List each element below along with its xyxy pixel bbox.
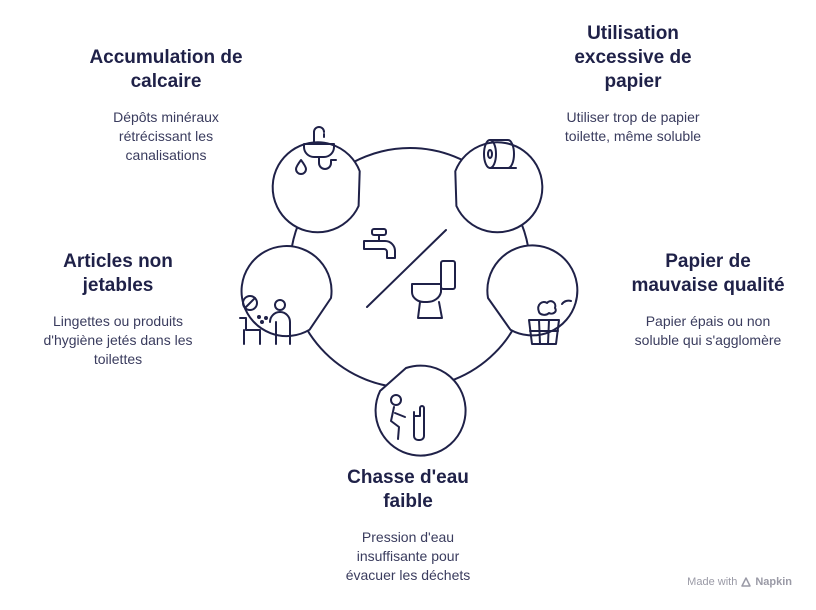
node-papier-qualite xyxy=(486,244,579,345)
wastebasket-paper-icon xyxy=(528,299,572,345)
cause-description: Dépôts minéraux rétrécissant les canalis… xyxy=(113,109,219,163)
faucet-icon xyxy=(363,228,396,259)
cause-description: Papier épais ou non soluble qui s'agglom… xyxy=(634,313,782,348)
made-with-label: Made with xyxy=(687,576,738,588)
cause-description: Pression d'eau insuffisante pour évacuer… xyxy=(345,529,471,583)
toilet-icon xyxy=(411,260,456,319)
cause-title: Articles non jetables xyxy=(63,251,173,296)
node-papier-excessif xyxy=(454,139,544,234)
node-articles-non-jetables xyxy=(239,245,333,345)
faucet-toilet-icon xyxy=(363,228,456,319)
cause-chasse-faible: Chasse d'eau faible Pression d'eau insuf… xyxy=(318,466,498,585)
cause-title: Papier de mauvaise qualité xyxy=(631,251,785,296)
toilet-paper-roll-icon xyxy=(483,139,517,169)
napkin-logo-icon xyxy=(741,577,752,587)
cause-description: Utiliser trop de papier toilette, même s… xyxy=(564,109,702,144)
cause-calcaire: Accumulation de calcaire Dépôts minéraux… xyxy=(76,46,256,165)
made-with-napkin-badge[interactable]: Made with Napkin xyxy=(687,576,792,588)
cause-title: Utilisation excessive de papier xyxy=(574,23,692,92)
node-calcaire xyxy=(271,126,361,234)
person-flushing-icon xyxy=(390,394,425,441)
cause-title: Chasse d'eau faible xyxy=(347,467,469,512)
divider-line xyxy=(366,229,447,308)
no-throwing-items-icon xyxy=(239,295,291,345)
cause-description: Lingettes ou produits d'hygiène jetés da… xyxy=(43,313,193,367)
napkin-brand: Napkin xyxy=(755,576,792,588)
cause-papier-excessif: Utilisation excessive de papier Utiliser… xyxy=(543,22,723,146)
node-chasse-faible xyxy=(374,364,467,457)
cause-articles-non-jetables: Articles non jetables Lingettes ou produ… xyxy=(24,250,212,369)
cause-papier-qualite: Papier de mauvaise qualité Papier épais … xyxy=(612,250,804,350)
cause-title: Accumulation de calcaire xyxy=(89,47,243,92)
sink-drip-icon xyxy=(295,126,337,175)
